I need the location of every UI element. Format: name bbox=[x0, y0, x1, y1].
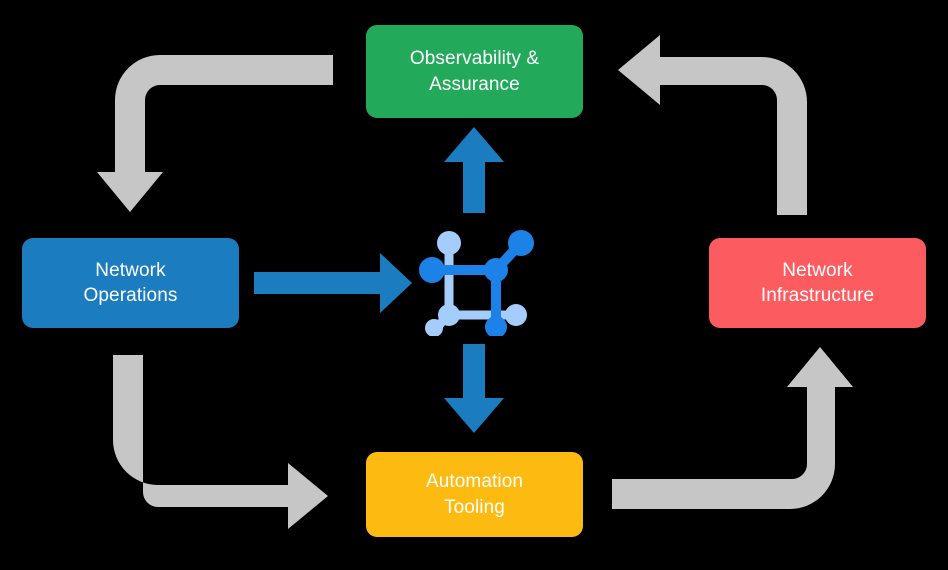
arrow-operations-to-automation bbox=[113, 355, 328, 529]
node-box-automation-tooling[interactable]: Automation Tooling bbox=[366, 452, 583, 537]
arrow-operations-to-center bbox=[254, 253, 412, 313]
arrow-automation-to-infrastructure bbox=[612, 347, 853, 509]
node-label-observability: Observability & Assurance bbox=[409, 48, 540, 95]
arrow-center-to-observability bbox=[444, 127, 504, 213]
node-box-observability[interactable]: Observability & Assurance bbox=[366, 25, 583, 118]
node-label-automation-tooling: Automation Tooling bbox=[425, 471, 524, 518]
node-label-network-infrastructure: Network Infrastructure bbox=[760, 259, 875, 306]
arrow-infrastructure-to-observability bbox=[618, 35, 807, 215]
node-label-network-operations: Network Operations bbox=[83, 259, 178, 306]
network-topology-icon bbox=[419, 230, 534, 336]
node-box-network-infrastructure[interactable]: Network Infrastructure bbox=[709, 238, 926, 328]
topology-nodes-dark bbox=[419, 230, 534, 336]
topology-nodes-light bbox=[425, 231, 527, 336]
arrow-observability-to-operations bbox=[97, 55, 333, 212]
arrow-center-to-automation bbox=[444, 344, 504, 433]
node-box-network-operations[interactable]: Network Operations bbox=[22, 238, 239, 328]
